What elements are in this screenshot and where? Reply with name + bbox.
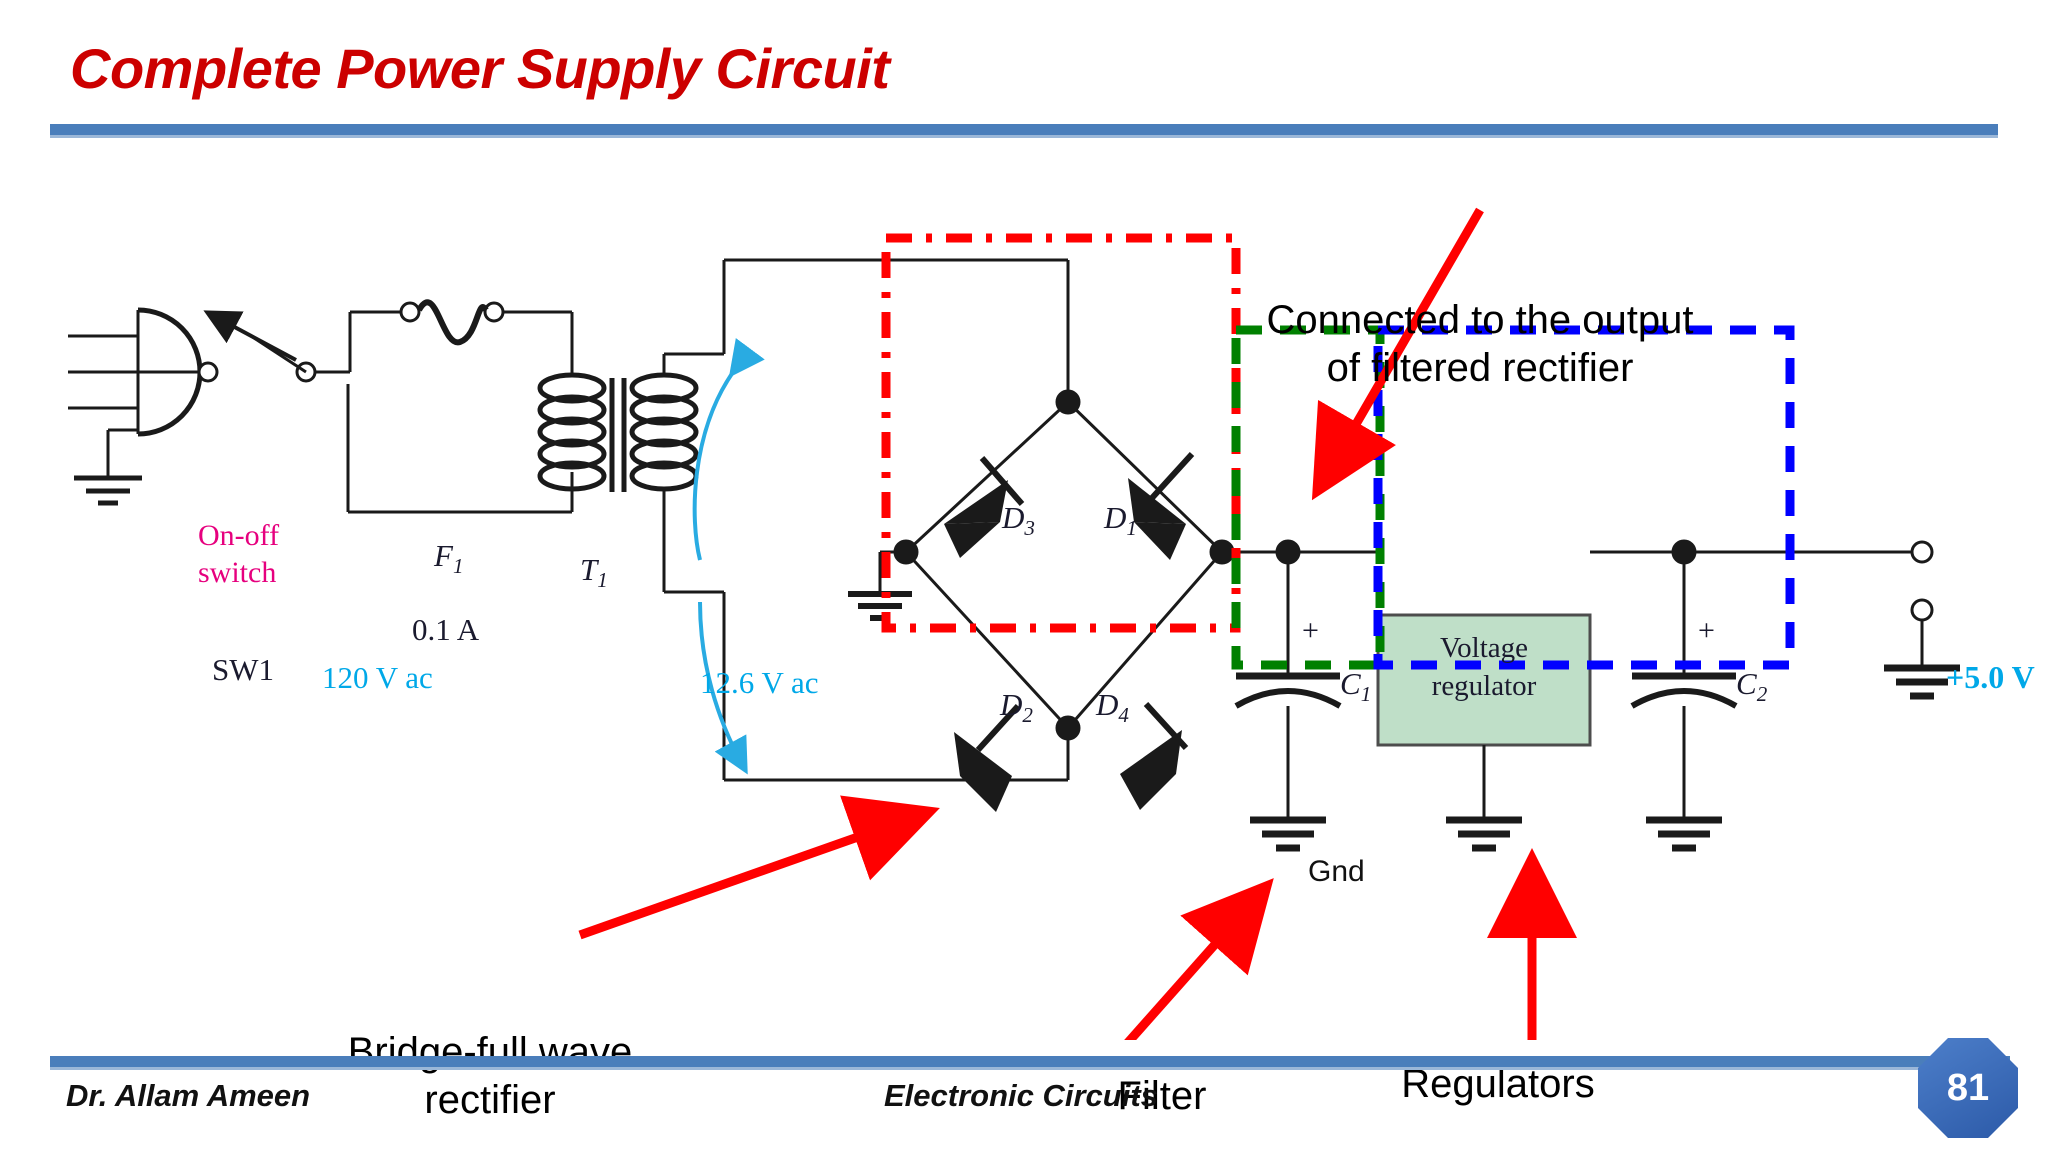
capacitor-c2-label: C2 <box>1736 666 1768 707</box>
ground-label: Gnd <box>1308 855 1365 888</box>
bridge-rectifier-symbol <box>893 260 1235 812</box>
transformer-designator-label: T1 <box>580 552 608 593</box>
arrow-filter <box>1104 878 1274 1068</box>
on-off-switch-pointer <box>203 310 297 362</box>
switch-designator-label: SW1 <box>212 652 274 687</box>
fuse-designator-label: F1 <box>434 538 464 579</box>
regulator-boundary-blue <box>1373 325 1795 670</box>
title-divider <box>50 124 1998 138</box>
on-off-switch-label: On-off switch <box>198 519 280 589</box>
ac-outlet-symbol <box>68 307 203 506</box>
transformer-symbol <box>346 258 1068 782</box>
fuse-rating-label: 0.1 A <box>412 612 480 647</box>
wiring <box>68 258 1960 852</box>
diode-d2-label: D2 <box>1000 687 1033 728</box>
capacitor-c1-label: C1 <box>1340 666 1372 707</box>
circuit-svg <box>68 207 1960 1068</box>
footer-author: Dr. Allam Ameen <box>66 1078 311 1113</box>
page-number-badge: 81 <box>1918 1038 2018 1138</box>
footer-course: Electronic Circuits <box>884 1078 1158 1113</box>
c2-polarity-label: + <box>1698 614 1715 647</box>
secondary-voltage-label: 12.6 V ac <box>700 665 819 700</box>
filter-boundary-green <box>1231 325 1385 670</box>
output-terminals <box>1884 540 1960 700</box>
callout-connected-to-output: Connected to the output of filtered rect… <box>1266 298 1694 390</box>
power-supply-circuit-diagram: On-off switch SW1 F1 0.1 A 120 V ac T1 1… <box>0 120 2048 1122</box>
diode-d3-label: D3 <box>1002 500 1035 541</box>
on-off-switch-symbol <box>197 310 400 383</box>
callout-filter: Filter <box>1117 1074 1207 1118</box>
arrow-connected-to-output <box>1311 207 1484 501</box>
output-voltage-label: +5.0 V <box>1946 659 2035 695</box>
page-title: Complete Power Supply Circuit <box>70 37 890 100</box>
secondary-voltage-arrow <box>692 338 765 775</box>
arrow-bridge-rectifier <box>578 795 940 940</box>
diode-d4-label: D4 <box>1096 687 1129 728</box>
c1-polarity-label: + <box>1302 614 1319 647</box>
fuse-symbol <box>399 299 572 346</box>
diode-d1-label: D1 <box>1104 500 1137 541</box>
voltage-regulator-label: Voltage regulator <box>1431 632 1537 702</box>
capacitor-c1-symbol <box>1234 552 1342 852</box>
footer-divider <box>50 1056 2010 1070</box>
callout-bridge-rectifier: Bridge-full wave rectifier <box>347 1030 633 1122</box>
capacitor-c2-symbol <box>1630 552 1738 852</box>
mains-voltage-label: 120 V ac <box>322 660 433 695</box>
